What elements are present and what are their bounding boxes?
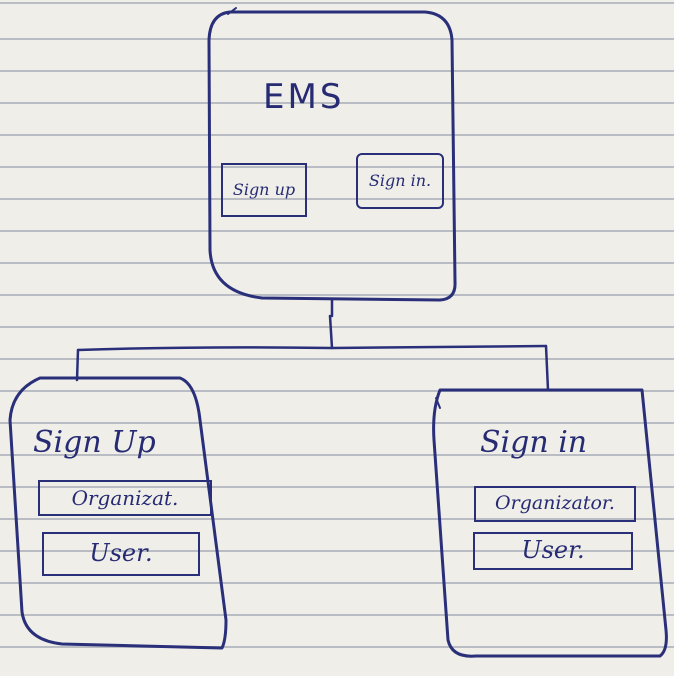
sign-in-organization-button[interactable]: Organizator. <box>474 486 636 522</box>
sign-in-screen-frame <box>432 388 668 658</box>
sign-in-user-button[interactable]: User. <box>473 532 633 570</box>
sign-in-title: Sign in <box>480 425 588 460</box>
connector-vertical <box>328 298 334 350</box>
sign-up-title: Sign Up <box>33 425 156 460</box>
connector-left-drop <box>75 348 80 382</box>
sign-up-user-button[interactable]: User. <box>42 532 200 576</box>
ems-sign-in-button[interactable]: Sign in. <box>356 153 444 209</box>
sign-up-screen-frame <box>8 376 228 650</box>
sign-up-organization-button[interactable]: Organizat. <box>38 480 212 516</box>
ems-title: EMS <box>263 77 345 117</box>
ems-corner-mark <box>227 7 237 15</box>
sign-in-corner-mark <box>435 397 441 409</box>
ems-screen-frame <box>207 10 457 302</box>
connector-right-drop <box>544 344 550 392</box>
ems-sign-up-button[interactable]: Sign up <box>221 163 307 217</box>
connector-horizontal <box>76 344 548 352</box>
